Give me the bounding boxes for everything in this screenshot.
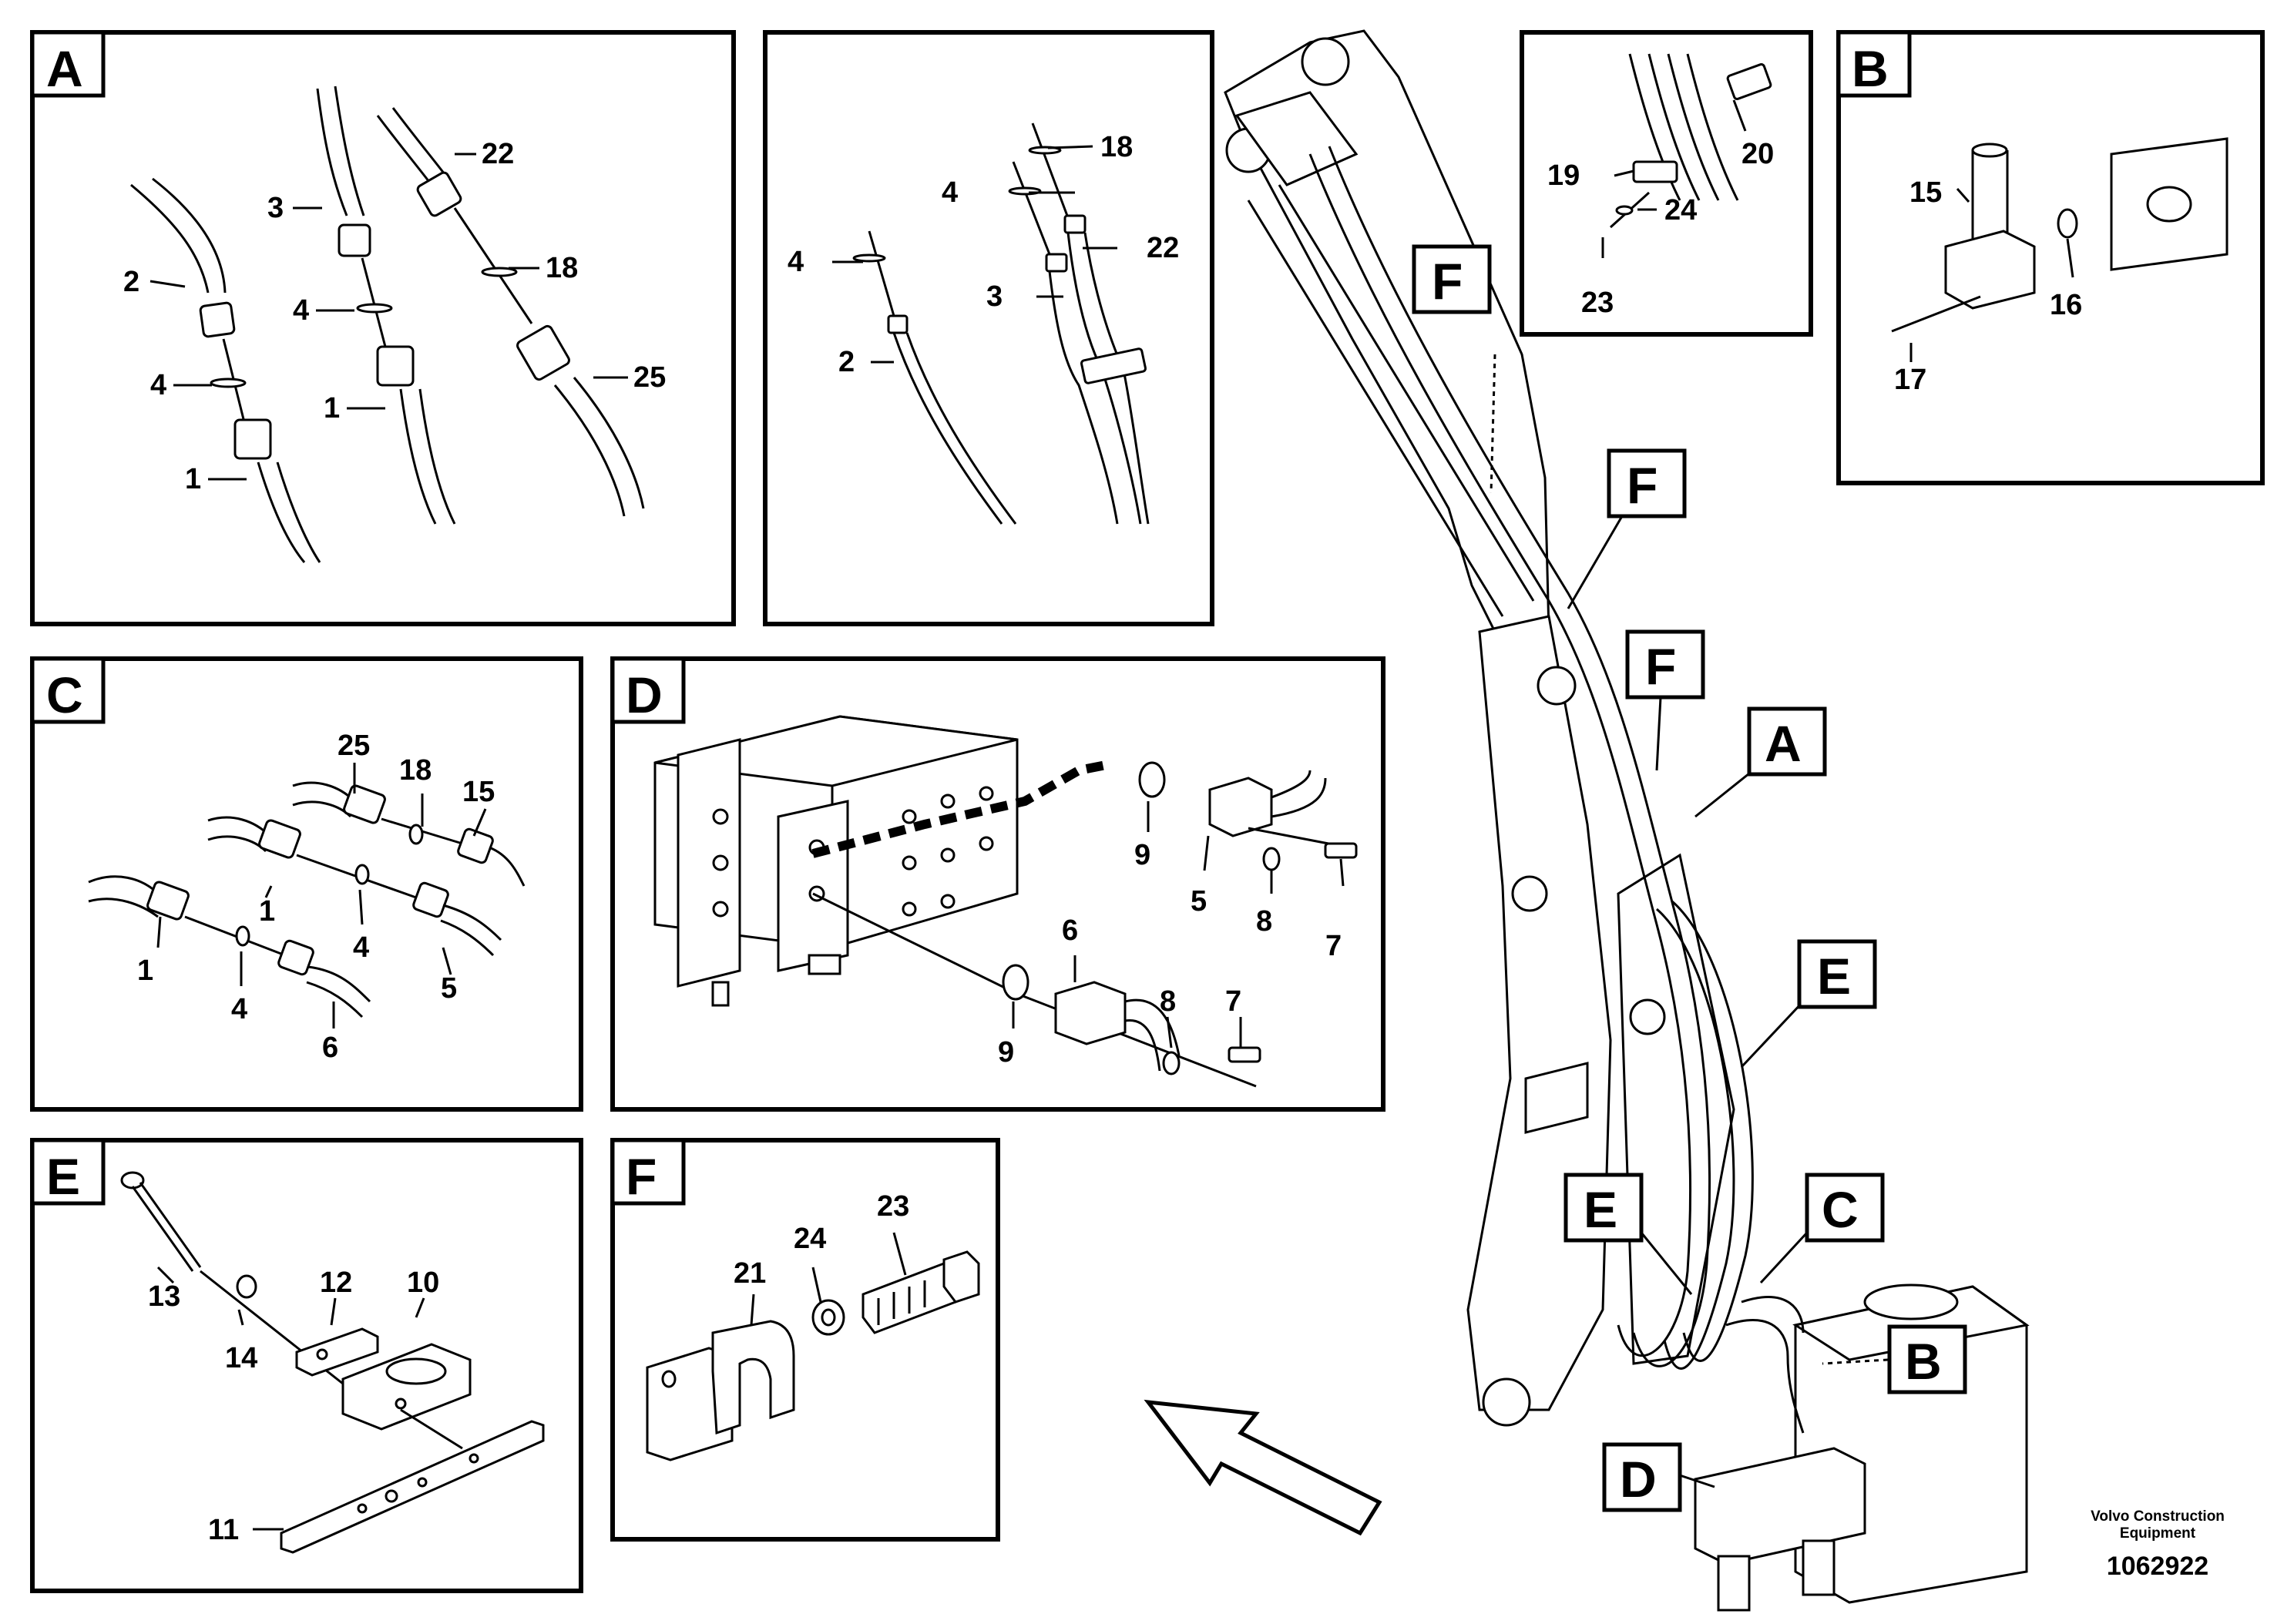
callout-c-1-lower: 1	[137, 955, 153, 987]
panel-b: B 15 16 17	[1836, 30, 2265, 485]
callout-e-14: 14	[225, 1342, 257, 1374]
callout-e-13: 13	[148, 1280, 180, 1313]
callout-d-7-lower: 7	[1225, 985, 1241, 1018]
main-tag-e-upper: E	[1740, 939, 1877, 1069]
main-tag-b-label: B	[1905, 1333, 1942, 1390]
main-tag-f-mid: F	[1567, 448, 1687, 609]
callout-a-4-lower: 4	[150, 369, 166, 401]
callout-f-21: 21	[734, 1257, 766, 1290]
main-tag-e-2: E	[1584, 1181, 1617, 1238]
callout-d-9-upper: 9	[1134, 839, 1150, 871]
callout-e-10: 10	[407, 1267, 439, 1299]
company-name-line2: Equipment	[2120, 1525, 2196, 1542]
callout-f-23: 23	[877, 1190, 909, 1223]
callout-inset-23: 23	[1581, 287, 1614, 319]
company-name-line1: Volvo Construction	[2091, 1508, 2225, 1525]
panel-d-label: D	[626, 666, 663, 723]
callout-c-4-lower: 4	[231, 993, 247, 1025]
main-tag-d: D	[1602, 1442, 1715, 1512]
callout-c-18: 18	[399, 754, 432, 787]
footer-credit: Volvo Construction Equipment 1062922	[2091, 1508, 2225, 1581]
main-tag-a: A	[1694, 706, 1827, 818]
callout-a-22: 22	[482, 138, 514, 170]
callout-a2-4-right: 4	[942, 176, 958, 209]
callout-c-15: 15	[462, 776, 495, 808]
callout-a-2: 2	[123, 266, 139, 298]
callout-a2-22: 22	[1147, 232, 1179, 264]
callout-d-6: 6	[1062, 914, 1078, 947]
panel-e: E 13 14 12 10 11	[30, 1138, 583, 1593]
callout-inset-20: 20	[1741, 138, 1774, 170]
main-tag-b: B	[1822, 1324, 1967, 1394]
panel-c: C 25 18 15 1 1 4	[30, 656, 583, 1112]
panel-clamp-inset: 20 19 24 23	[1520, 30, 1813, 337]
callout-a-1-upper: 1	[324, 392, 340, 424]
callout-c-25: 25	[338, 730, 370, 762]
callout-d-8-upper: 8	[1256, 905, 1272, 938]
main-tag-a-label: A	[1765, 715, 1802, 772]
panel-boom-tip-detail: 18 4 22 4 3 2	[763, 30, 1214, 626]
panel-b-label: B	[1852, 40, 1889, 97]
main-tag-c: C	[1759, 1173, 1885, 1284]
drawing-number: 1062922	[2107, 1552, 2208, 1581]
callout-d-9-lower: 9	[998, 1036, 1014, 1069]
callout-b-16: 16	[2050, 289, 2082, 321]
main-tag-f-3: F	[1645, 638, 1676, 695]
callout-e-11: 11	[208, 1514, 239, 1546]
main-tag-e-1: E	[1817, 948, 1851, 1005]
callout-c-5: 5	[441, 972, 457, 1005]
callout-d-5: 5	[1191, 885, 1207, 918]
callout-e-12: 12	[320, 1267, 352, 1299]
callout-inset-19: 19	[1547, 159, 1580, 192]
callout-d-7-upper: 7	[1325, 930, 1342, 962]
direction-arrow	[1144, 1399, 1382, 1536]
panel-f: F 21 24 23	[610, 1138, 1000, 1542]
excavator-arm-illustration	[1224, 29, 2030, 1612]
callout-b-15: 15	[1909, 176, 1942, 209]
callout-f-24: 24	[794, 1223, 826, 1255]
callout-a2-3: 3	[986, 280, 1003, 313]
main-tag-d-label: D	[1620, 1451, 1657, 1508]
callout-c-6: 6	[322, 1032, 338, 1064]
callout-a-1-lower: 1	[185, 463, 201, 495]
main-tag-c-label: C	[1822, 1181, 1859, 1238]
main-tag-f-lower: F	[1625, 629, 1705, 771]
callout-a-3: 3	[267, 192, 284, 224]
panel-a: A 2 3 22	[30, 30, 736, 626]
panel-e-label: E	[46, 1148, 80, 1205]
callout-a2-4-left: 4	[788, 246, 804, 278]
main-tag-f-top: F	[1412, 244, 1496, 494]
callout-a2-2: 2	[838, 346, 855, 378]
callout-d-8-lower: 8	[1160, 985, 1176, 1018]
callout-inset-24: 24	[1664, 194, 1697, 226]
panel-a-label: A	[46, 40, 83, 97]
main-tag-f-1: F	[1432, 253, 1463, 310]
panel-f-label: F	[626, 1148, 657, 1205]
callout-a-18: 18	[546, 252, 578, 284]
callout-a-25: 25	[633, 361, 666, 394]
main-tag-e-lower: E	[1563, 1173, 1693, 1295]
callout-c-4-upper: 4	[353, 931, 369, 964]
panel-d: D	[610, 656, 1385, 1112]
callout-a-4-upper: 4	[293, 294, 309, 327]
panel-c-label: C	[46, 666, 83, 723]
callout-a2-18: 18	[1100, 131, 1133, 163]
callout-b-17: 17	[1894, 364, 1926, 396]
main-tag-f-2: F	[1627, 457, 1658, 514]
callout-c-1-upper: 1	[259, 895, 275, 928]
